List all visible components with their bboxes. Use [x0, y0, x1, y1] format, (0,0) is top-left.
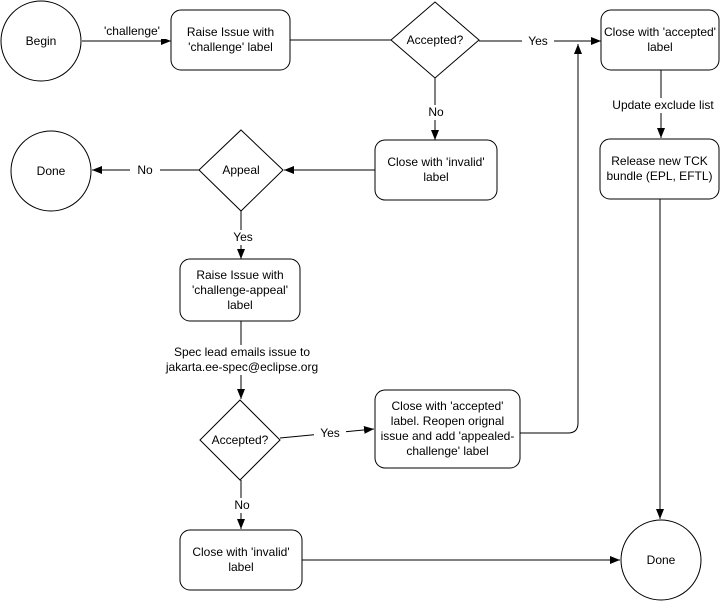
- appeal-diamond: [198, 129, 284, 212]
- raise-challenge-rect: [170, 9, 291, 71]
- edge-accepted2-yes-to-close-reopen: [279, 425, 375, 439]
- accepted1-diamond: [390, 1, 480, 79]
- edge-close-reopen-feedback-up: [520, 44, 582, 434]
- done-right-circle: [620, 519, 702, 601]
- done-left-circle: [10, 130, 92, 212]
- begin-circle: [0, 0, 82, 82]
- close-accepted-reopen-rect: [374, 389, 521, 469]
- close-invalid-bottom-rect: [179, 529, 303, 591]
- close-invalid-mid-rect: [374, 139, 498, 201]
- raise-challenge-appeal-rect: [179, 258, 301, 322]
- close-accepted-rect: [600, 9, 720, 71]
- release-tck-rect: [599, 138, 720, 200]
- accepted2-diamond: [199, 399, 281, 481]
